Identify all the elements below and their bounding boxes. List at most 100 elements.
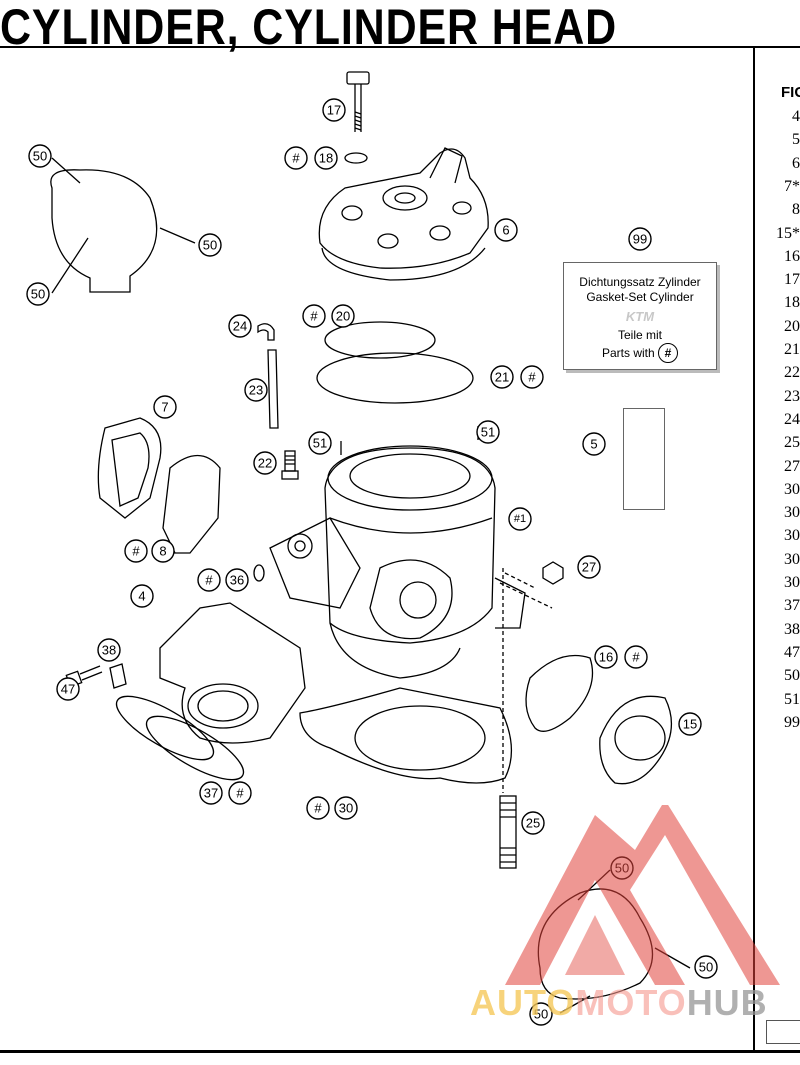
svg-text:#: # — [310, 309, 318, 324]
fig-number: 18 — [784, 294, 800, 312]
callout-16: 16 — [594, 645, 618, 669]
watermark-text: AUTOMOTOHUB — [470, 982, 768, 1023]
callout-37: 37 — [199, 781, 223, 805]
svg-text:50: 50 — [534, 1007, 548, 1022]
o-ring-21 — [316, 352, 474, 404]
bolt-17 — [346, 71, 370, 132]
svg-text:4: 4 — [138, 589, 145, 604]
callout-50-bottom: 50 — [26, 282, 50, 306]
fig-number: 50 — [784, 667, 800, 685]
callout-24: 24 — [228, 314, 252, 338]
fig-number: 30 — [784, 480, 800, 498]
base-gasket-30 — [299, 687, 513, 784]
callout-38: 38 — [97, 638, 121, 662]
callout-20: 20 — [331, 304, 355, 328]
svg-text:51: 51 — [313, 436, 327, 451]
svg-text:23: 23 — [249, 383, 263, 398]
gasket-set-box: Dichtungssatz Zylinder Gasket-Set Cylind… — [563, 262, 717, 370]
fig-number: 47 — [784, 643, 800, 661]
svg-text:16: 16 — [599, 650, 613, 665]
svg-text:6: 6 — [502, 223, 509, 238]
callout-22: 22 — [253, 451, 277, 475]
svg-text:50: 50 — [31, 287, 45, 302]
callout-4: 4 — [130, 584, 154, 608]
callout-hash-36: # — [197, 568, 221, 592]
kit-box — [623, 408, 665, 510]
callout-hash-8: # — [124, 539, 148, 563]
svg-text:36: 36 — [230, 573, 244, 588]
fig-number: 37 — [784, 597, 800, 615]
callout-7: 7 — [153, 395, 177, 419]
svg-text:24: 24 — [233, 319, 247, 334]
hash-icon: # — [658, 343, 679, 363]
callout-17: 17 — [322, 98, 346, 122]
intake-manifold-4 — [159, 602, 306, 744]
fig-number: 27 — [784, 457, 800, 475]
callout-23: 23 — [244, 378, 268, 402]
gasket-8 — [162, 455, 221, 554]
svg-text:99: 99 — [633, 232, 647, 247]
callout-21: 21 — [490, 365, 514, 389]
svg-text:15: 15 — [683, 717, 697, 732]
cylinder-1 — [269, 445, 526, 679]
svg-text:38: 38 — [102, 643, 116, 658]
callout-hash-20: # — [302, 304, 326, 328]
fig-number: 21 — [784, 341, 800, 358]
fig-number: 15* — [776, 224, 800, 242]
fig-number: 22 — [784, 364, 800, 382]
gasket-box-line-3: Teile mit — [617, 328, 662, 342]
svg-text:17: 17 — [327, 103, 341, 118]
nut-27 — [542, 561, 564, 585]
svg-text:5: 5 — [590, 437, 597, 452]
o-ring-36 — [253, 564, 265, 582]
callout-hash-16: # — [624, 645, 648, 669]
fig-number: 30 — [784, 550, 800, 568]
svg-text:47: 47 — [61, 682, 75, 697]
callout-51-left: 51 — [308, 431, 332, 455]
stud-25 — [499, 795, 517, 869]
callout-6: 6 — [494, 218, 518, 242]
fig-number: 25 — [784, 434, 800, 452]
callout-50-top: 50 — [28, 144, 52, 168]
fig-number: 5 — [792, 131, 800, 149]
bottom-rule — [0, 1050, 800, 1053]
callout-1: #1 — [508, 507, 532, 531]
svg-text:#: # — [132, 544, 140, 559]
callout-50-watermark-right: 50 — [694, 955, 718, 979]
callout-5: 5 — [582, 432, 606, 456]
fig-number: 30 — [784, 574, 800, 591]
fig-number: 7* — [784, 177, 800, 195]
o-ring-20 — [324, 321, 436, 359]
fig-number: 6 — [792, 154, 800, 172]
fig-number: 30 — [784, 504, 800, 522]
cover-7 — [97, 417, 162, 519]
fig-number: 23 — [784, 387, 800, 405]
fig-number: 17 — [784, 271, 800, 289]
svg-text:#: # — [632, 650, 640, 665]
fig-column-header: FIG — [781, 84, 800, 101]
fig-number: 24 — [784, 410, 800, 428]
column-divider — [753, 46, 755, 1053]
fig-number: 30 — [784, 527, 800, 545]
callout-27: 27 — [577, 555, 601, 579]
o-ring-37-outer — [145, 715, 245, 781]
callout-99: 99 — [628, 227, 652, 251]
o-ring-37-inner — [115, 695, 215, 761]
gasket-box-line-2: Gasket-Set Cylinder — [586, 290, 694, 304]
callout-hash-21: # — [520, 365, 544, 389]
svg-text:50: 50 — [203, 238, 217, 253]
exploded-parts-diagram: 17 # 18 6 99 50 50 50 24 # 20 21 # 23 7 … — [26, 71, 718, 1026]
callout-25: 25 — [521, 811, 545, 835]
bracket-38 — [109, 663, 127, 689]
svg-text:#1: #1 — [514, 513, 526, 525]
fig-number: 99 — [784, 713, 800, 731]
svg-text:50: 50 — [699, 960, 713, 975]
callout-15: 15 — [678, 712, 702, 736]
fig-number: 16 — [784, 247, 800, 265]
callout-hash-30: # — [306, 796, 330, 820]
svg-text:27: 27 — [582, 560, 596, 575]
svg-text:#: # — [314, 801, 322, 816]
callout-51-right: 51 — [476, 420, 500, 444]
callout-47: 47 — [56, 677, 80, 701]
